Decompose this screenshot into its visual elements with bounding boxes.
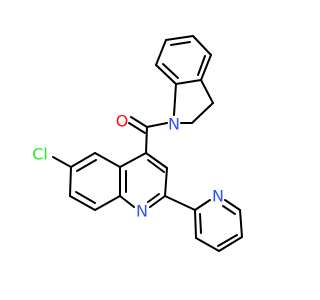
bond [130,116,148,128]
bond [173,83,177,116]
bond [191,102,214,124]
atom-indoline-nitrogen: N [168,115,180,134]
bond [69,166,72,197]
bond [119,195,135,208]
atom-chlorine: Cl [32,145,48,164]
bond [165,35,194,41]
bond [192,35,212,56]
molecule-structure: O N Cl N N [32,35,243,252]
bond [194,199,211,211]
bond [147,159,165,173]
molecule-canvas: O N Cl N N [32,35,243,252]
bond [164,195,196,211]
bond [70,152,96,168]
bond [52,156,72,168]
bond [128,122,146,134]
bond [69,195,96,211]
bond [200,54,212,81]
bond [119,152,147,168]
atom-quinoline-nitrogen: N [136,202,148,221]
bond [149,195,166,208]
svg-text:N: N [168,115,180,134]
bond [162,63,179,79]
bond [75,191,96,204]
bond [155,39,167,66]
bond [224,199,241,211]
bond [147,193,160,203]
svg-text:O: O [116,112,129,131]
svg-text:Cl: Cl [32,145,48,164]
bond [94,152,121,168]
bond [195,237,220,252]
bond [217,234,238,247]
bond [200,79,214,104]
bond [222,205,236,215]
svg-text:N: N [136,202,148,221]
svg-text:N: N [212,187,224,206]
bond [164,167,168,197]
atom-pyridine-nitrogen: N [212,187,224,206]
bond [199,213,202,234]
bond [146,122,168,128]
atom-oxygen: O [116,112,129,131]
bond [218,236,243,252]
bond [194,209,197,239]
bond [155,64,177,85]
bond [76,159,97,172]
bond [145,152,168,169]
bond [94,195,121,211]
bond [170,41,191,46]
bond [239,209,243,238]
bond [145,126,148,154]
bond [197,55,206,76]
bond [175,79,202,85]
